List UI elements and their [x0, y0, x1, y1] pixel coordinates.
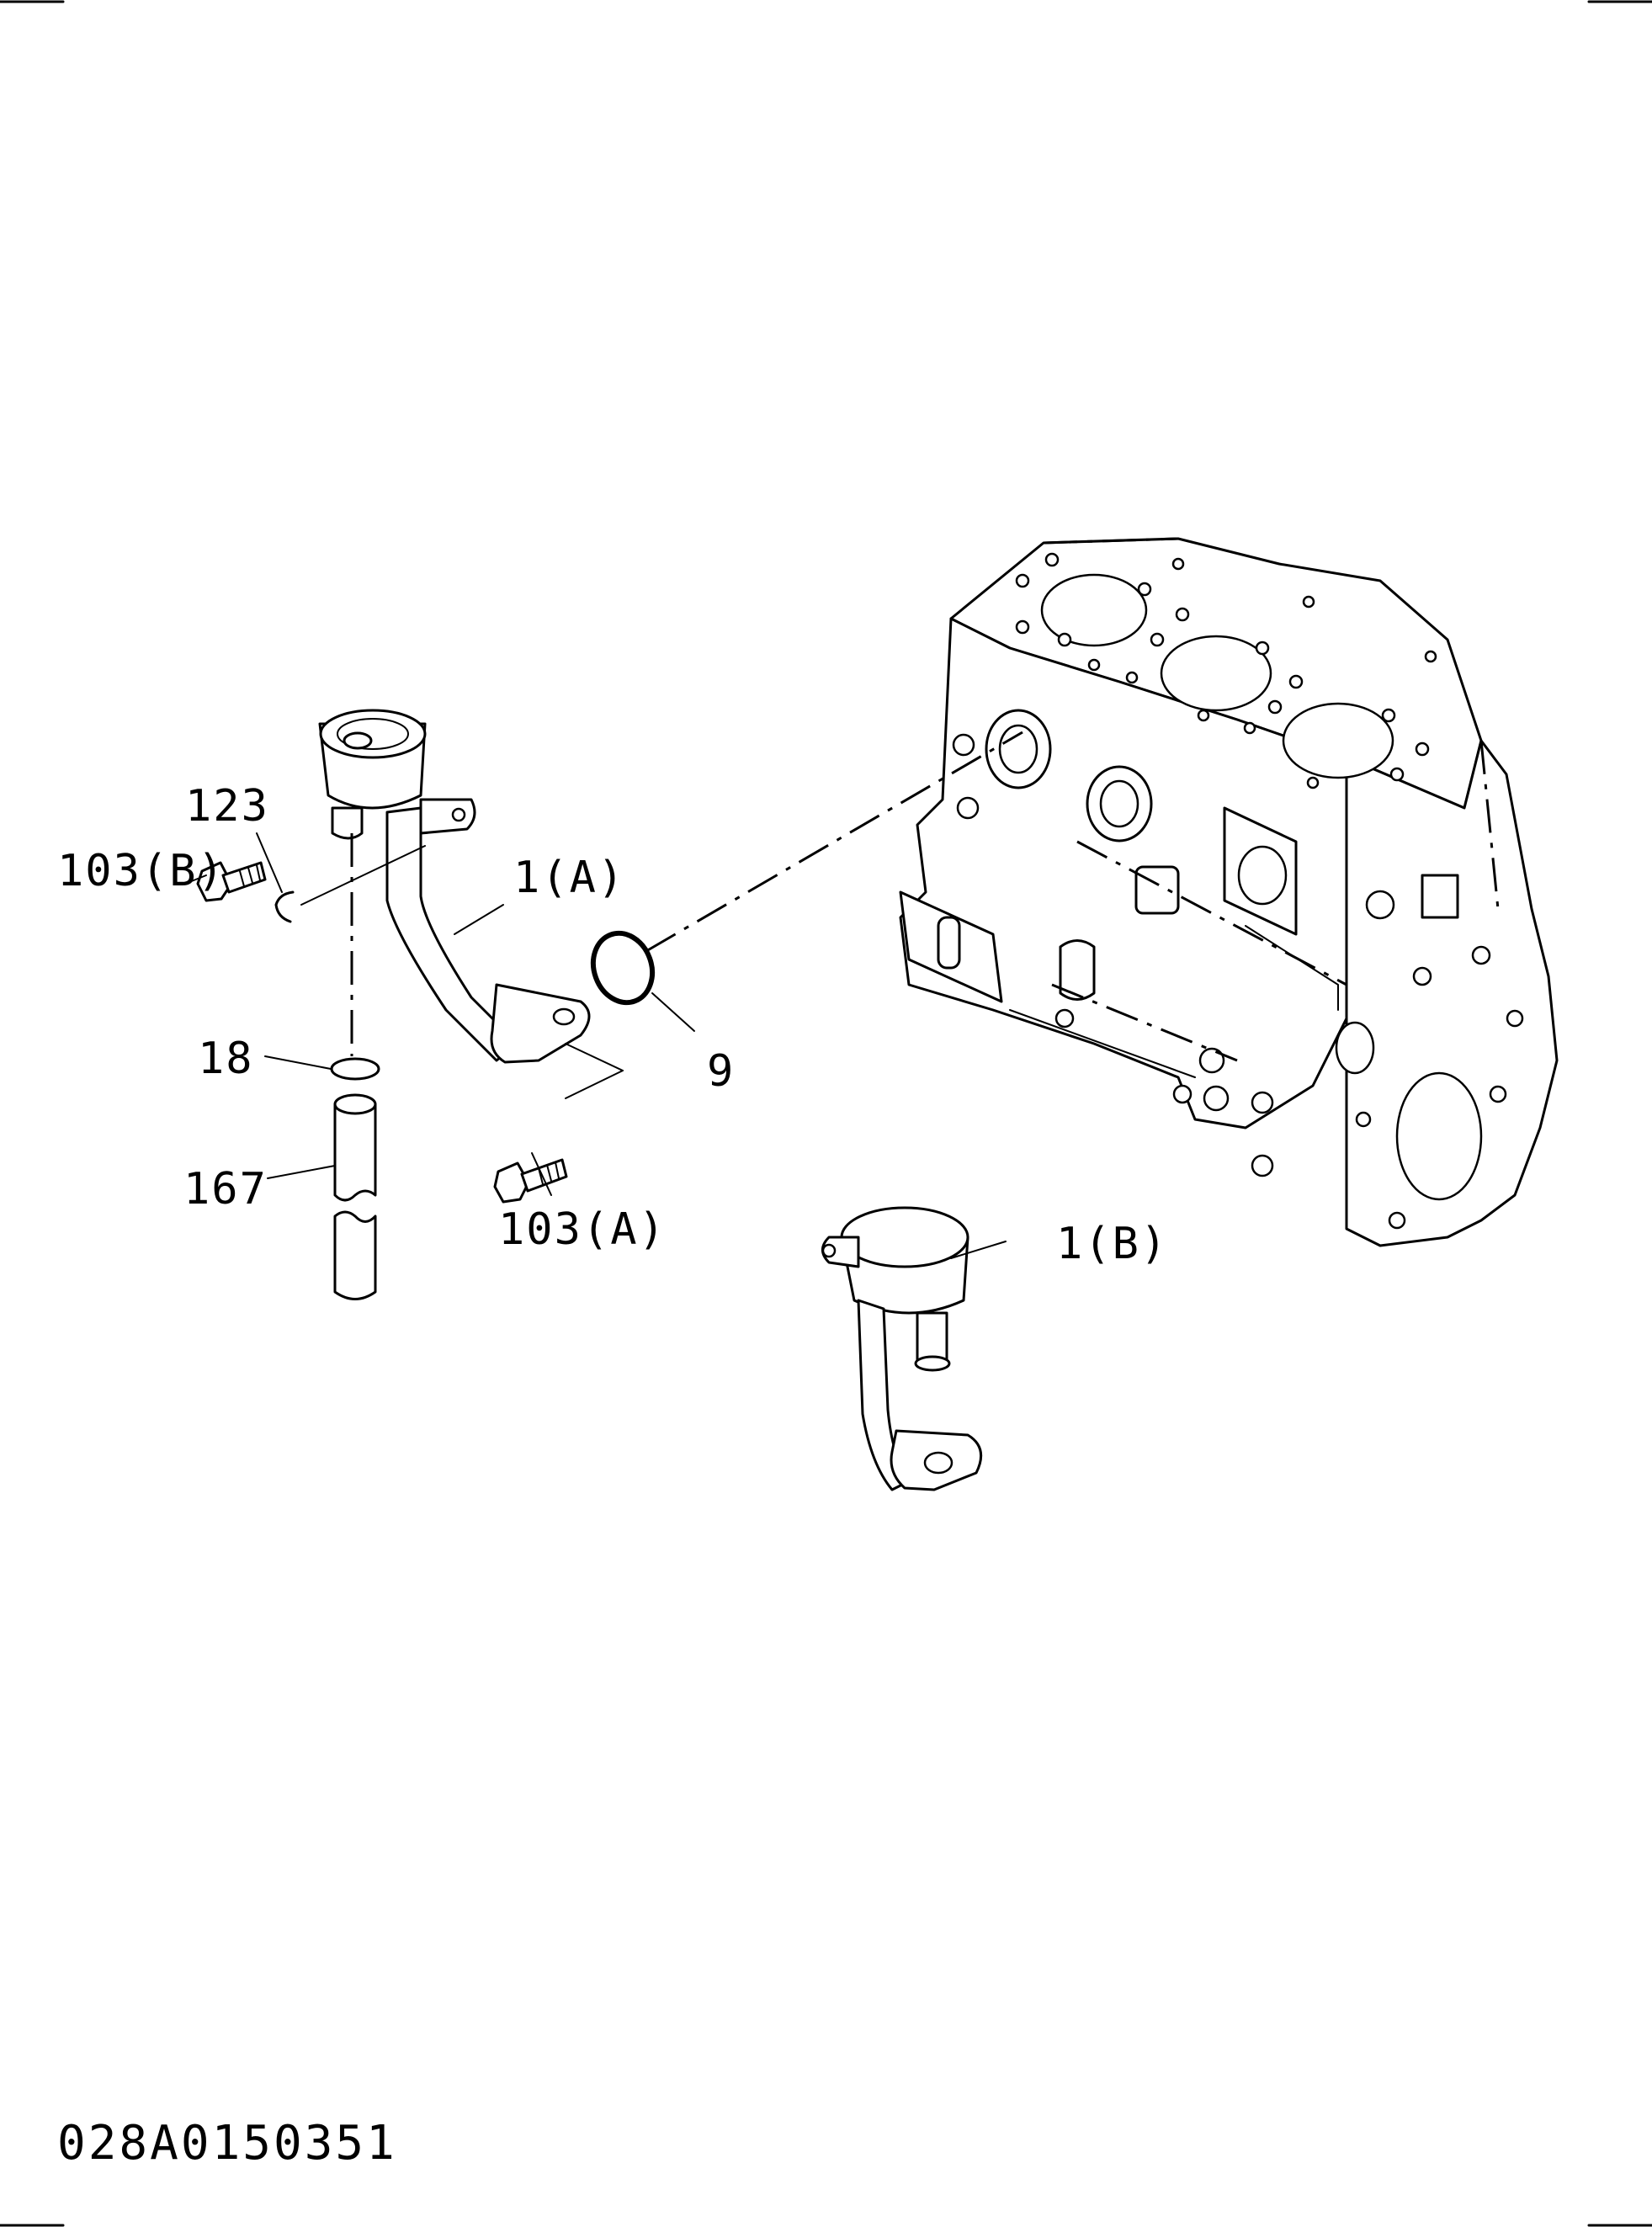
part-18-clamp [330, 1057, 380, 1081]
callout-167: 167 [183, 1164, 268, 1214]
part-103a-bolt [493, 1158, 568, 1204]
callout-18: 18 [198, 1034, 254, 1084]
callout-1a: 1(A) [513, 853, 625, 903]
callout-103b: 103(B) [57, 846, 226, 896]
callout-103a: 103(A) [498, 1204, 667, 1255]
callout-123: 123 [185, 781, 269, 832]
part-1b-oil-filler-pipe [821, 1206, 983, 1491]
engine-block [899, 537, 1559, 1247]
part-167-hose [333, 1093, 377, 1300]
part-123-clip [274, 890, 295, 923]
part-103b-bolt [196, 861, 267, 902]
callout-1b: 1(B) [1056, 1219, 1168, 1269]
leader-lines [184, 832, 1007, 1259]
part-9-o-ring [590, 930, 656, 1006]
assembly-centerlines [300, 731, 1023, 1099]
callout-9: 9 [707, 1046, 735, 1097]
part-1a-oil-filler-pipe [318, 709, 591, 1064]
deck-holes [1015, 552, 1437, 789]
document-id: 028A0150351 [57, 2116, 397, 2171]
